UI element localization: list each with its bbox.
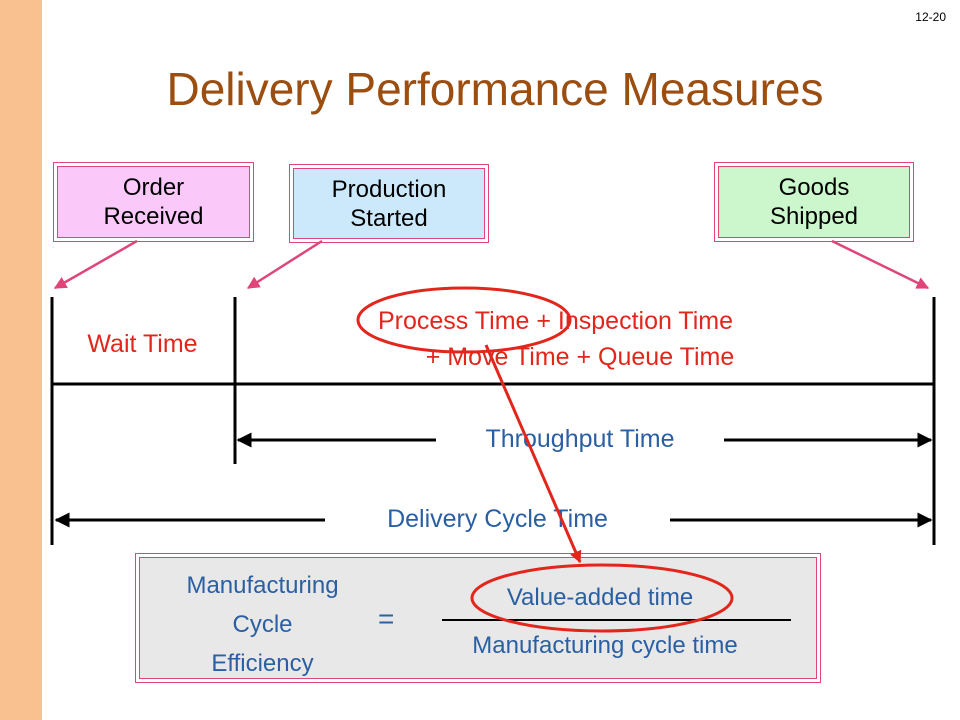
process-time-line2: + Move Time + Queue Time	[425, 343, 735, 371]
process-time-highlight-circle	[356, 286, 572, 354]
throughput-time-label: Throughput Time	[485, 425, 675, 453]
slide-title: Delivery Performance Measures	[166, 63, 824, 115]
denominator: Manufacturing cycle time	[472, 632, 738, 659]
shipped-pointer-arrow	[831, 239, 930, 290]
efficiency-name-line1: Manufacturing	[186, 572, 339, 599]
numerator: Value-added time	[506, 584, 694, 611]
goods-shipped-label: Goods Shipped	[769, 174, 859, 230]
efficiency-name-line3: Efficiency	[211, 650, 314, 677]
efficiency-name-line2: Cycle	[232, 611, 293, 638]
process-time-line1: Process Time + Inspection Time	[378, 307, 734, 335]
production-started-box: Production Started	[289, 164, 489, 243]
fraction-bar	[442, 619, 791, 621]
slide-number: 12-20	[915, 10, 946, 24]
value-added-connector-arrow	[484, 344, 582, 564]
delivery-cycle-time-label: Delivery Cycle Time	[387, 505, 608, 533]
production-started-label: Production Started	[331, 175, 447, 232]
production-pointer-arrow	[246, 239, 323, 290]
order-received-label: Order Received	[103, 174, 204, 230]
efficiency-name: Manufacturing Cycle Efficiency	[140, 566, 385, 683]
value-added-highlight-circle	[470, 563, 734, 633]
order-pointer-arrow	[53, 239, 138, 290]
left-accent-bar	[0, 0, 42, 720]
equals-sign: =	[378, 603, 395, 634]
wait-time-label: Wait Time	[87, 330, 198, 358]
goods-shipped-box: Goods Shipped	[714, 162, 914, 242]
order-received-box: Order Received	[53, 162, 254, 242]
